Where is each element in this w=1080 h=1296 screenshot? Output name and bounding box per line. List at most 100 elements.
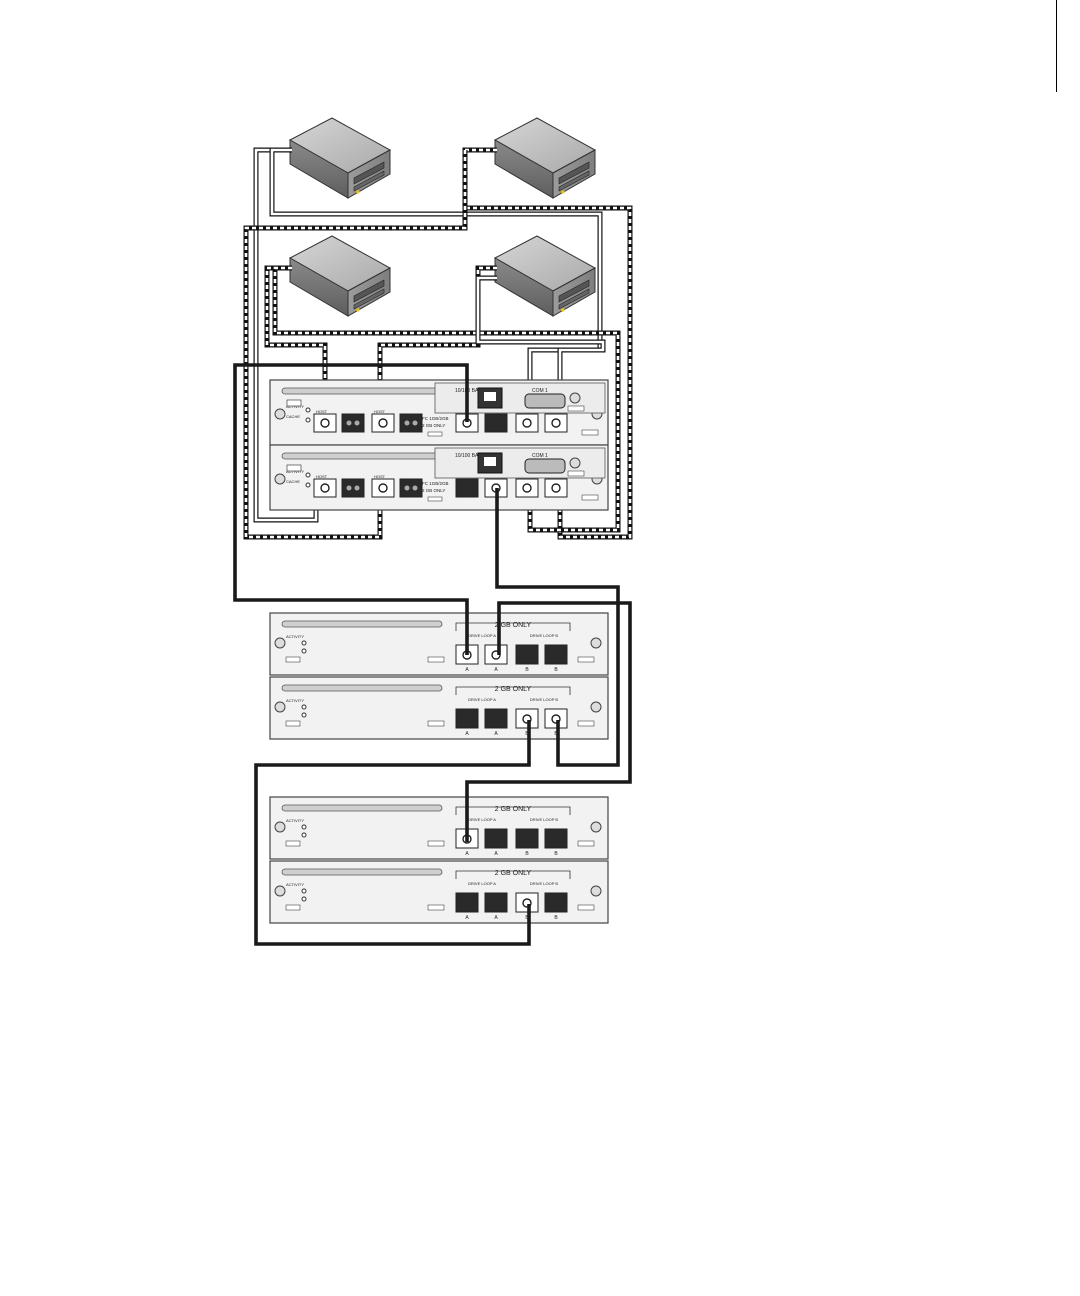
drive-cable-2: [495, 488, 620, 767]
server-top-right: [493, 117, 597, 199]
port-loop-label: A: [465, 667, 469, 673]
fc-speed-label: FC 1GB/2GB: [422, 416, 449, 421]
activity-led: [305, 472, 311, 478]
server-mid-right: [493, 235, 597, 317]
drive-cable-1: [233, 363, 469, 655]
server-mid-left: [288, 235, 392, 317]
ethernet-jack: [484, 457, 496, 466]
bay-bracket: [455, 870, 571, 879]
screw-icon: [590, 821, 602, 833]
port-loop-label: A: [494, 667, 498, 673]
fiber-connector-icon: [320, 483, 330, 493]
screw-icon: [590, 637, 602, 649]
status-label: [577, 656, 595, 663]
fiber-connector-icon: [522, 418, 532, 428]
status-label: [285, 840, 301, 847]
status-label: [581, 494, 599, 501]
sfp-icon: [412, 485, 418, 491]
cable-tr-b-core: [244, 150, 467, 539]
drive-port-dark: [455, 708, 479, 729]
drive-port-dark: [544, 892, 568, 913]
status-label: [577, 840, 595, 847]
drive-port-dark: [484, 413, 508, 433]
status-led: [301, 896, 307, 902]
panel-handle: [281, 620, 443, 628]
server-top-left: [288, 117, 392, 199]
status-label: [577, 904, 595, 911]
server-drive-bay: [558, 170, 590, 192]
port-loop-label: A: [465, 915, 469, 921]
ethernet-label: 10/100 BASE-T: [455, 453, 490, 459]
screw-icon: [590, 885, 602, 897]
status-label: [567, 405, 585, 412]
server-drive-bay: [353, 279, 385, 303]
host-port-dark: [399, 413, 423, 433]
cache-label: CACHE: [286, 479, 300, 484]
bay-label: 2 GB ONLY: [495, 686, 532, 693]
fiber-connector-icon: [551, 418, 561, 428]
only-label: 2 GB ONLY: [422, 488, 445, 493]
panel-handle: [281, 804, 443, 812]
screw-icon: [569, 392, 581, 404]
drive-cable-3: [465, 601, 632, 842]
host-port-label: HOST: [316, 409, 328, 414]
status-label: [581, 429, 599, 436]
expansion-trays: ACTIVITY 2 GB ONLY DRIVE LOOP A DRIVE LOOP …: [269, 612, 609, 924]
port-loop-label: B: [525, 851, 529, 857]
activity-led: [301, 824, 307, 830]
screw-icon: [274, 637, 286, 649]
bay-bracket: [455, 686, 571, 695]
screw-icon: [590, 701, 602, 713]
status-label: [285, 720, 301, 727]
activity-label: ACTIVITY: [286, 882, 304, 887]
page-edge-rule: [1056, 0, 1057, 92]
server-drive-bay: [353, 161, 385, 185]
loop-b-label: DRIVE LOOP B: [530, 633, 558, 638]
bay-label: 2 GB ONLY: [495, 622, 532, 629]
bay-bracket: [455, 806, 571, 815]
host-port-dark: [341, 478, 365, 498]
activity-led: [301, 640, 307, 646]
activity-label: ACTIVITY: [286, 634, 304, 639]
drive-port-dark: [484, 708, 508, 729]
server-power-led: [561, 308, 565, 312]
status-label: [285, 656, 301, 663]
drive-port-dark: [515, 828, 539, 849]
loop-a-label: DRIVE LOOP A: [468, 697, 496, 702]
screw-icon: [274, 473, 286, 485]
loop-b-label: DRIVE LOOP B: [530, 697, 558, 702]
cable-mr-b-core: [476, 276, 605, 420]
port-loop-label: B: [554, 915, 558, 921]
fc-speed-label: FC 1GB/2GB: [422, 481, 449, 486]
sfp-icon: [404, 420, 410, 426]
host-port-label: HOST: [374, 474, 386, 479]
activity-label: ACTIVITY: [286, 404, 304, 409]
panel-handle: [281, 868, 443, 876]
cable-tl-b-core: [270, 148, 602, 414]
status-label: [427, 720, 445, 727]
screw-icon: [274, 408, 286, 420]
sfp-icon: [346, 485, 352, 491]
port-loop-label: B: [554, 851, 558, 857]
fiber-connector-icon: [378, 418, 388, 428]
loop-a-label: DRIVE LOOP A: [468, 881, 496, 886]
fiber-connector-icon: [378, 483, 388, 493]
loop-b-label: DRIVE LOOP B: [530, 881, 558, 886]
port-loop-label: A: [465, 731, 469, 737]
drive-port-dark: [544, 828, 568, 849]
bay-bracket: [455, 622, 571, 631]
status-led: [301, 648, 307, 654]
sfp-icon: [354, 485, 360, 491]
status-label: [427, 656, 445, 663]
server-drive-bay: [353, 170, 385, 192]
ethernet-jack: [484, 392, 496, 401]
sfp-icon: [346, 420, 352, 426]
host-port-label: HOST: [374, 409, 386, 414]
server-power-led: [561, 190, 565, 194]
status-label: [427, 904, 445, 911]
host-port-label: HOST: [316, 474, 328, 479]
port-loop-label: B: [554, 667, 558, 673]
